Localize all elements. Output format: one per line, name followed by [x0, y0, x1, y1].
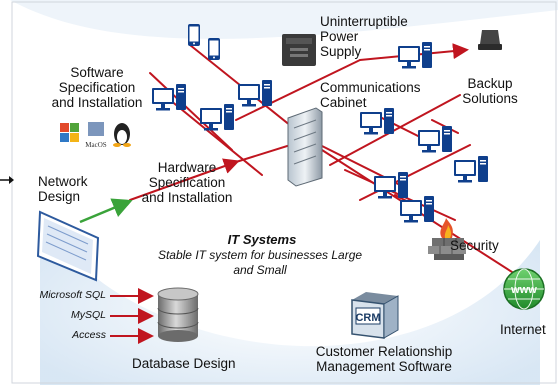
database-item-mysql: MySQL: [70, 309, 106, 321]
linux-penguin-icon: [113, 123, 131, 147]
comms-label-line: Communications: [320, 80, 421, 95]
crm-box-icon: CRM: [351, 292, 399, 339]
software-label-line: Specification: [58, 80, 136, 95]
ups-label: Uninterruptible Power Supply: [320, 14, 408, 59]
software-label-line: Software: [70, 65, 124, 80]
internet-globe-icon: www: [503, 268, 545, 310]
phone-icon: [208, 38, 220, 60]
software-label: Software Specification and Installation: [44, 65, 150, 110]
database-item-mssql: Microsoft SQL: [39, 289, 106, 301]
comms-label-line: Cabinet: [320, 95, 367, 110]
hardware-label-line: Specification: [148, 175, 226, 190]
internet-label: Internet: [500, 322, 546, 337]
computer-icon: [454, 156, 488, 183]
firewall-icon: [428, 218, 466, 260]
phone-icon: [188, 24, 200, 46]
computer-icon: [200, 104, 234, 131]
www-text: www: [510, 284, 537, 296]
software-label-line: and Installation: [51, 95, 143, 110]
server-cabinet-icon: [287, 107, 323, 187]
network-label-line: Design: [38, 189, 81, 204]
background-arc: [10, 0, 558, 39]
ups-label-line: Power: [320, 29, 359, 44]
backup-drive-icon: [478, 30, 502, 50]
comms-cabinet-label: Communications Cabinet: [320, 80, 421, 110]
backup-label: Backup Solutions: [458, 76, 522, 106]
computer-icon: [418, 126, 452, 153]
center-subtitle: Stable IT system for businesses Large an…: [157, 248, 363, 277]
ups-icon: [282, 34, 316, 66]
background-swoosh: [40, 210, 540, 385]
entry-arrow-head: [9, 176, 14, 184]
design-arrow: [79, 198, 133, 224]
database-design-label: Database Design: [132, 356, 236, 371]
computer-icon: [238, 80, 272, 107]
computer-icon: [152, 84, 186, 111]
hardware-label-line: and Installation: [141, 190, 233, 205]
backup-label-line: Solutions: [462, 91, 518, 106]
database-item-access: Access: [72, 329, 106, 341]
windows-logo-icon: [60, 123, 79, 142]
security-label: Security: [450, 238, 499, 253]
blueprint-icon: [36, 210, 100, 282]
diagram-frame: [11, 1, 557, 384]
network-design-label: Network Design: [38, 174, 88, 204]
macos-text: MacOS: [85, 141, 106, 149]
crm-text: CRM: [355, 312, 380, 324]
ups-label-line: Supply: [320, 44, 362, 59]
network-label-line: Network: [38, 174, 88, 189]
crm-label-line: Management Software: [316, 359, 452, 374]
macos-logo-icon: MacOS: [85, 122, 107, 149]
database-arrows: [110, 288, 154, 344]
ups-label-line: Uninterruptible: [320, 14, 408, 29]
hardware-label-line: Hardware: [157, 160, 217, 175]
center-title: IT Systems: [227, 232, 297, 247]
hardware-label: Hardware Specification and Installation: [134, 160, 240, 205]
database-icon: [157, 287, 199, 342]
crm-label-line: Customer Relationship: [315, 344, 453, 359]
crm-label: Customer Relationship Management Softwar…: [304, 344, 464, 374]
computer-icon: [360, 108, 394, 135]
backup-label-line: Backup: [467, 76, 513, 91]
